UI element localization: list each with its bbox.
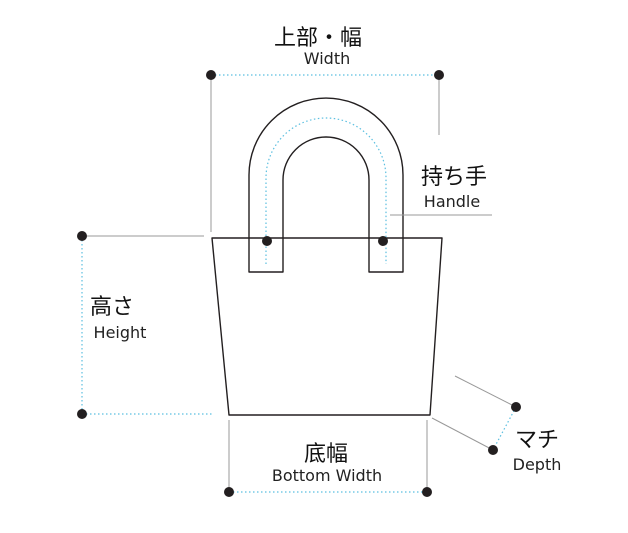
handle-outline — [248, 97, 404, 273]
bottom-width-endpoint-right — [422, 487, 432, 497]
width-endpoint-right — [434, 70, 444, 80]
bag-body-outline — [211, 237, 443, 416]
bottom-width-endpoint-left — [224, 487, 234, 497]
depth-extension-top — [454, 375, 517, 408]
height-endpoint-top — [77, 231, 87, 241]
handle-stitch-line — [265, 117, 387, 264]
height-label-jp: 高さ — [90, 295, 134, 320]
depth-label-jp: マチ — [515, 428, 559, 453]
handle-label-en: Handle — [424, 192, 480, 211]
bottom-width-label-en: Bottom Width — [272, 466, 382, 485]
depth-label-en: Depth — [513, 455, 562, 474]
depth-endpoint-top — [511, 402, 521, 412]
width-endpoint-left — [206, 70, 216, 80]
bottom-width-label-jp: 底幅 — [304, 442, 348, 467]
handle-rivet-left — [262, 236, 272, 246]
handle-label-jp: 持ち手 — [421, 165, 487, 190]
depth-endpoint-bottom — [488, 445, 498, 455]
depth-extension-bottom — [431, 417, 494, 451]
width-label-en: Width — [304, 49, 350, 68]
handle-rivet-right — [378, 236, 388, 246]
height-endpoint-bottom — [77, 409, 87, 419]
depth-dimension-line — [492, 406, 517, 451]
width-label-jp: 上部・幅 — [274, 26, 362, 51]
height-label-en: Height — [94, 323, 147, 342]
